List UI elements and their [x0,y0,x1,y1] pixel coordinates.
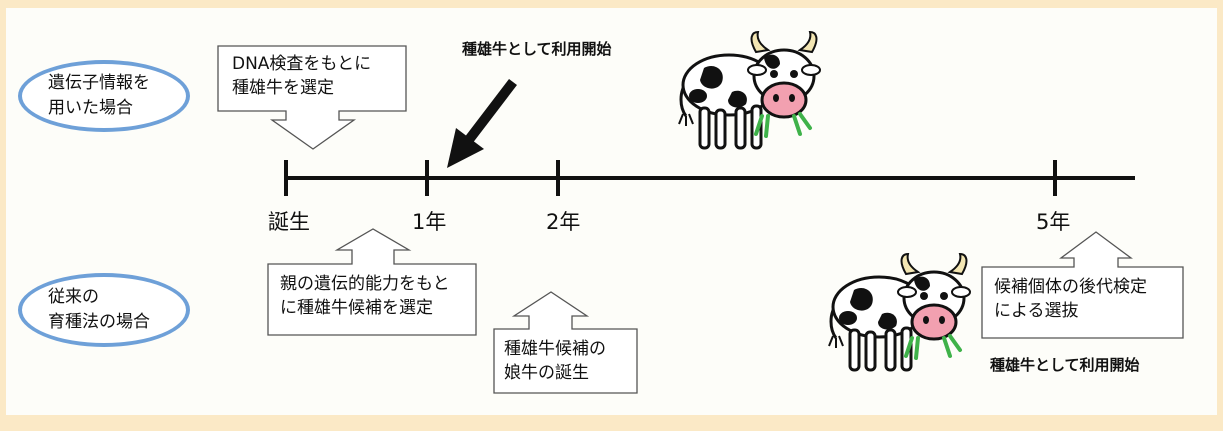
callout-progeny-test-line1: 候補個体の後代検定 [994,277,1147,297]
callout-daughters-born-shape [493,291,638,394]
genomic-method-label-line1: 遺伝子情報を [48,73,150,93]
callout-dna-selection: DNA検査をもとに 種雄牛を選定 [232,52,371,100]
callout-progeny-test-shape [981,231,1184,339]
callout-parent-ability-line1: 親の遺伝的能力をもと [280,274,450,294]
genomic-method-ellipse [18,60,190,132]
callout-progeny-test: 候補個体の後代検定 による選抜 [994,275,1147,323]
callout-dna-selection-line2: 種雄牛を選定 [232,78,334,98]
diagram-graphics [217,30,1184,394]
tick-label-2y: 2年 [546,210,581,234]
callout-parent-ability-shape [267,228,477,336]
callout-daughters-born: 種雄牛候補の 娘牛の誕生 [504,337,606,385]
conventional-method-label: 従来の 育種法の場合 [48,285,150,335]
callout-parent-ability-line2: に種雄牛候補を選定 [280,298,433,318]
tick-label-5y: 5年 [1036,210,1071,234]
conventional-method-label-line2: 育種法の場合 [48,312,150,332]
cow-icon [678,30,821,150]
tick-label-1y: 1年 [412,210,447,234]
callout-daughters-born-line2: 娘牛の誕生 [504,363,589,383]
callout-progeny-test-line2: による選抜 [994,301,1079,321]
callout-daughters-born-line1: 種雄牛候補の [504,339,606,359]
arrow-icon [447,78,517,168]
callout-parent-ability: 親の遺伝的能力をもと に種雄牛候補を選定 [280,272,450,320]
genomic-method-label: 遺伝子情報を 用いた場合 [48,71,150,121]
tick-label-birth: 誕生 [268,210,310,234]
start-use-label-bottom: 種雄牛として利用開始 [990,356,1140,374]
conventional-method-label-line1: 従来の [48,287,99,307]
callout-dna-selection-shape [217,45,407,150]
diagram-canvas: 遺伝子情報を 用いた場合 従来の 育種法の場合 誕生 1年 2年 5年 DNA検… [6,8,1217,415]
callout-dna-selection-line1: DNA検査をもとに [232,54,372,74]
cow-icon [828,252,971,372]
genomic-method-label-line2: 用いた場合 [48,98,133,118]
conventional-method-ellipse [18,273,190,347]
start-use-label-top: 種雄牛として利用開始 [462,40,612,58]
